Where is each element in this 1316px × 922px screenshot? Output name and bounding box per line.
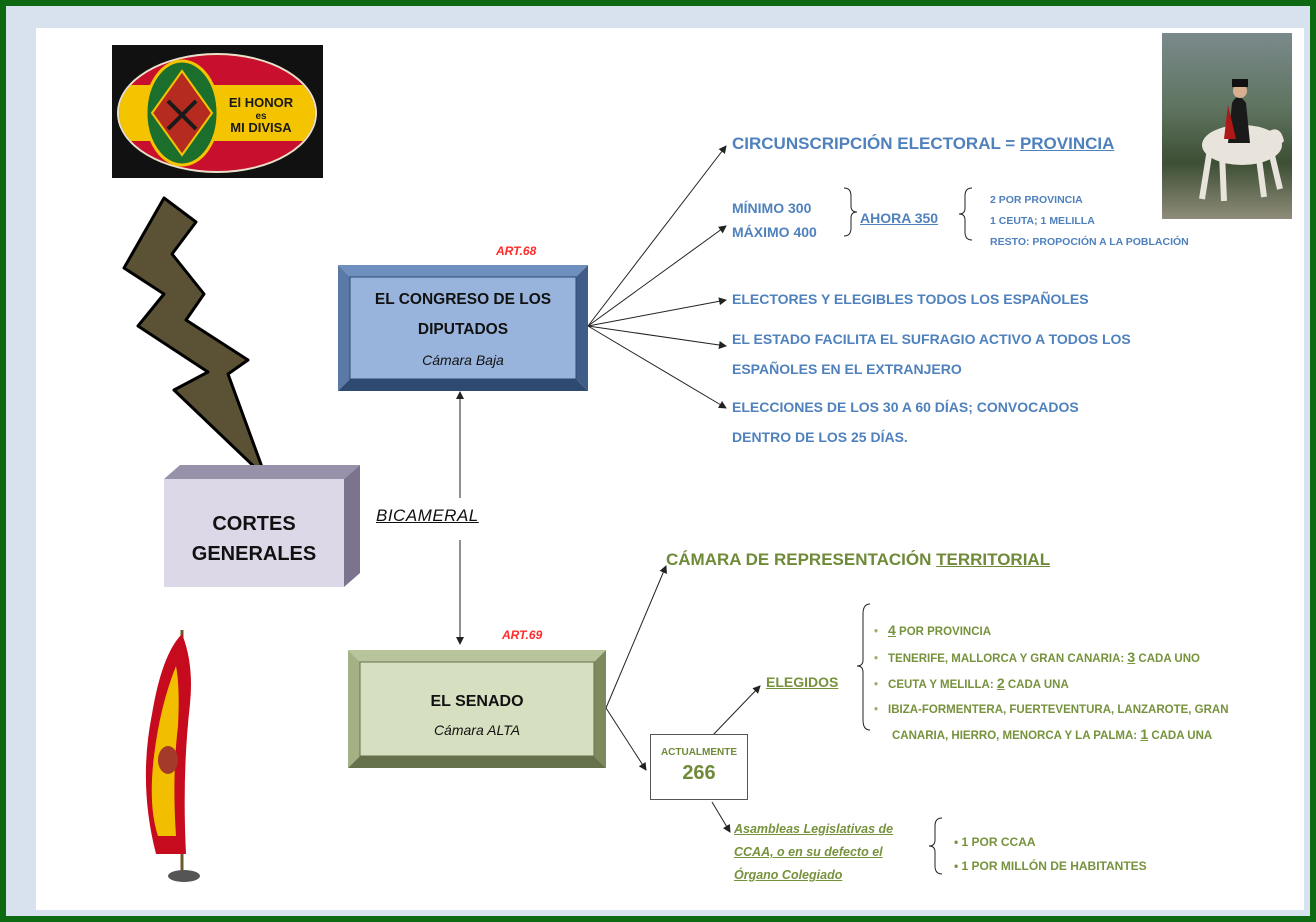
asambleas-line2: CCAA, o en su defecto el bbox=[734, 845, 883, 859]
circunscripcion-value: PROVINCIA bbox=[1019, 134, 1115, 153]
svg-text:MI DIVISA: MI DIVISA bbox=[230, 120, 292, 135]
svg-text:es: es bbox=[255, 111, 267, 122]
brace-min-max bbox=[843, 187, 858, 237]
spain-flag-icon bbox=[145, 630, 200, 882]
distribucion-list: 2 POR PROVINCIA 1 CEUTA; 1 MELILLA RESTO… bbox=[990, 190, 1189, 253]
min-max-block: MÍNIMO 300 MÁXIMO 400 bbox=[732, 196, 817, 244]
elecciones-line1: ELECCIONES DE LOS 30 A 60 DÍAS; CONVOCAD… bbox=[732, 399, 1079, 415]
actualmente-label: ACTUALMENTE bbox=[660, 747, 738, 758]
svg-text:El HONOR: El HONOR bbox=[229, 95, 294, 110]
senado-title: EL SENADO bbox=[430, 693, 524, 710]
elecciones-line2: DENTRO DE LOS 25 DÍAS. bbox=[732, 429, 908, 445]
elegidos-list: •4 POR PROVINCIA •TENERIFE, MALLORCA Y G… bbox=[874, 618, 1229, 749]
cortes-box-shape bbox=[164, 465, 360, 587]
camara-value: TERRITORIAL bbox=[936, 550, 1051, 569]
electores-line: ELECTORES Y ELEGIBLES TODOS LOS ESPAÑOLE… bbox=[732, 291, 1089, 307]
ahora-label: AHORA 350 bbox=[860, 210, 939, 226]
lightning-bolt-icon bbox=[122, 196, 266, 480]
camara-prefix: CÁMARA DE REPRESENTACIÓN bbox=[666, 550, 937, 569]
diagram-canvas: El HONOR es MI DIVISA bbox=[36, 28, 1304, 910]
senado-box-shape bbox=[348, 650, 606, 768]
dist-item-1: 2 POR PROVINCIA bbox=[990, 194, 1083, 206]
congreso-box: EL CONGRESO DE LOS DIPUTADOS Cámara Baja bbox=[338, 265, 588, 391]
arrow-circunscripcion bbox=[587, 145, 727, 327]
estado-line2: ESPAÑOLES EN EL EXTRANJERO bbox=[732, 361, 962, 377]
arrow-minimo bbox=[587, 225, 727, 327]
art-68-label: ART.68 bbox=[496, 244, 537, 258]
dist-item-2: 1 CEUTA; 1 MELILLA bbox=[990, 215, 1095, 227]
brace-distribucion bbox=[958, 187, 973, 241]
circunscripcion-line: CIRCUNSCRIPCIÓN ELECTORAL = PROVINCIA bbox=[732, 134, 1114, 154]
dist-item-3: RESTO: PROPOCIÓN A LA POBLACIÓN bbox=[990, 236, 1189, 248]
brace-elegidos bbox=[856, 603, 871, 731]
horse-rider-icon bbox=[1199, 79, 1284, 202]
arrow-elecciones bbox=[587, 325, 727, 409]
circunscripcion-prefix: CIRCUNSCRIPCIÓN ELECTORAL = bbox=[732, 134, 1020, 153]
cortes-line1: CORTES bbox=[212, 513, 296, 535]
estado-block: EL ESTADO FACILITA EL SUFRAGIO ACTIVO A … bbox=[732, 324, 1131, 384]
camara-territorial-line: CÁMARA DE REPRESENTACIÓN TERRITORIAL bbox=[666, 550, 1050, 570]
senado-subtitle: Cámara ALTA bbox=[433, 722, 521, 738]
arrow-actualmente bbox=[605, 707, 647, 771]
brace-asambleas bbox=[928, 817, 943, 875]
page-frame: El HONOR es MI DIVISA bbox=[6, 6, 1310, 916]
cortes-generales-box: CORTES GENERALES bbox=[164, 465, 360, 587]
ccaa-list: • 1 POR CCAA • 1 POR MILLÓN DE HABITANTE… bbox=[954, 830, 1147, 878]
congreso-title-line2: DIPUTADOS bbox=[417, 321, 509, 338]
actualmente-box: ACTUALMENTE 266 bbox=[650, 734, 748, 800]
bicameral-label: BICAMERAL bbox=[376, 506, 479, 525]
asambleas-line1: Asambleas Legislativas de bbox=[734, 822, 894, 836]
estado-line1: EL ESTADO FACILITA EL SUFRAGIO ACTIVO A … bbox=[732, 331, 1131, 347]
arrow-electores bbox=[587, 297, 727, 327]
senado-box: EL SENADO Cámara ALTA bbox=[348, 650, 606, 768]
arrow-estado bbox=[587, 325, 727, 349]
horse-rider-photo bbox=[1162, 33, 1292, 219]
elegidos-item-3: •CEUTA Y MELILLA: 2 CADA UNA bbox=[874, 675, 1069, 691]
arrow-asambleas bbox=[711, 801, 731, 833]
cortes-line2: GENERALES bbox=[191, 543, 317, 565]
elegidos-label: ELEGIDOS bbox=[766, 674, 839, 690]
elegidos-item-4: •IBIZA-FORMENTERA, FUERTEVENTURA, LANZAR… bbox=[874, 703, 1229, 716]
elegidos-item-4-cont: CANARIA, HIERRO, MENORCA Y LA PALMA: 1 C… bbox=[892, 726, 1213, 742]
honor-badge-icon: El HONOR es MI DIVISA bbox=[117, 53, 317, 173]
total-senadores: 266 bbox=[682, 762, 716, 784]
arrow-elegidos bbox=[711, 685, 761, 737]
asambleas-block: Asambleas Legislativas de CCAA, o en su … bbox=[734, 818, 893, 887]
congreso-title-line1: EL CONGRESO DE LOS bbox=[374, 291, 552, 308]
congreso-box-shape bbox=[338, 265, 588, 391]
minimo-label: MÍNIMO 300 bbox=[732, 200, 812, 216]
maximo-label: MÁXIMO 400 bbox=[732, 224, 817, 240]
congreso-subtitle: Cámara Baja bbox=[422, 352, 504, 368]
honor-logo: El HONOR es MI DIVISA bbox=[112, 45, 323, 178]
elecciones-block: ELECCIONES DE LOS 30 A 60 DÍAS; CONVOCAD… bbox=[732, 392, 1079, 452]
asambleas-line3: Órgano Colegiado bbox=[734, 868, 843, 882]
arrow-camara bbox=[605, 565, 667, 709]
por-ccaa-item: • 1 POR CCAA bbox=[954, 835, 1036, 849]
por-millon-item: • 1 POR MILLÓN DE HABITANTES bbox=[954, 859, 1147, 873]
elegidos-item-2: •TENERIFE, MALLORCA Y GRAN CANARIA: 3 CA… bbox=[874, 648, 1200, 665]
art-69-label: ART.69 bbox=[502, 628, 543, 642]
elegidos-item-1: •4 POR PROVINCIA bbox=[874, 622, 992, 638]
connector-arrows bbox=[456, 145, 973, 875]
